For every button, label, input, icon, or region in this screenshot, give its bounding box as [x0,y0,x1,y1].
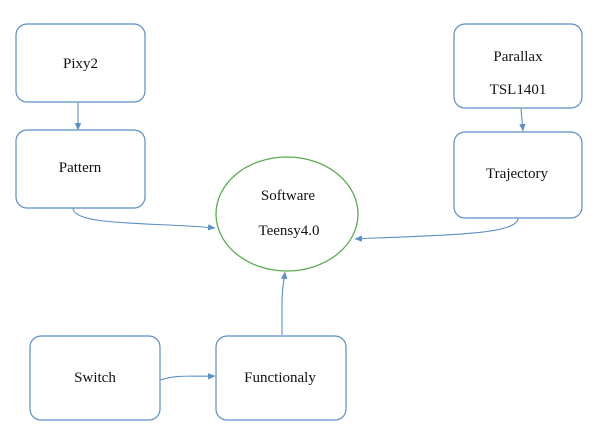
node-software-label-line2: Teensy4.0 [258,223,319,239]
node-pattern-label: Pattern [59,160,102,176]
node-functionaly: Functionaly [215,335,347,421]
node-switch: Switch [29,335,161,421]
edge-parallax-to-trajectory [519,108,526,132]
node-functionaly-label: Functionaly [244,370,316,386]
edge-pattern-to-software [72,207,216,231]
node-pixy2-label: Pixy2 [63,56,98,72]
edge-trajectory-to-software [354,217,519,242]
edge-functionaly-to-software [280,271,288,335]
node-trajectory-label: Trajectory [486,166,548,182]
node-pattern: Pattern [15,129,146,209]
node-software-teensy: Software Teensy4.0 [215,156,359,272]
node-parallax-tsl1401: Parallax TSL1401 [453,23,583,109]
node-parallax-label-line1: Parallax [493,49,543,65]
node-software-label-line1: Software [261,188,315,204]
node-trajectory: Trajectory [453,131,583,219]
edge-switch-to-functionaly [159,373,216,381]
node-parallax-label-line2: TSL1401 [490,82,547,98]
node-switch-label: Switch [74,370,116,386]
node-pixy2: Pixy2 [15,23,146,103]
